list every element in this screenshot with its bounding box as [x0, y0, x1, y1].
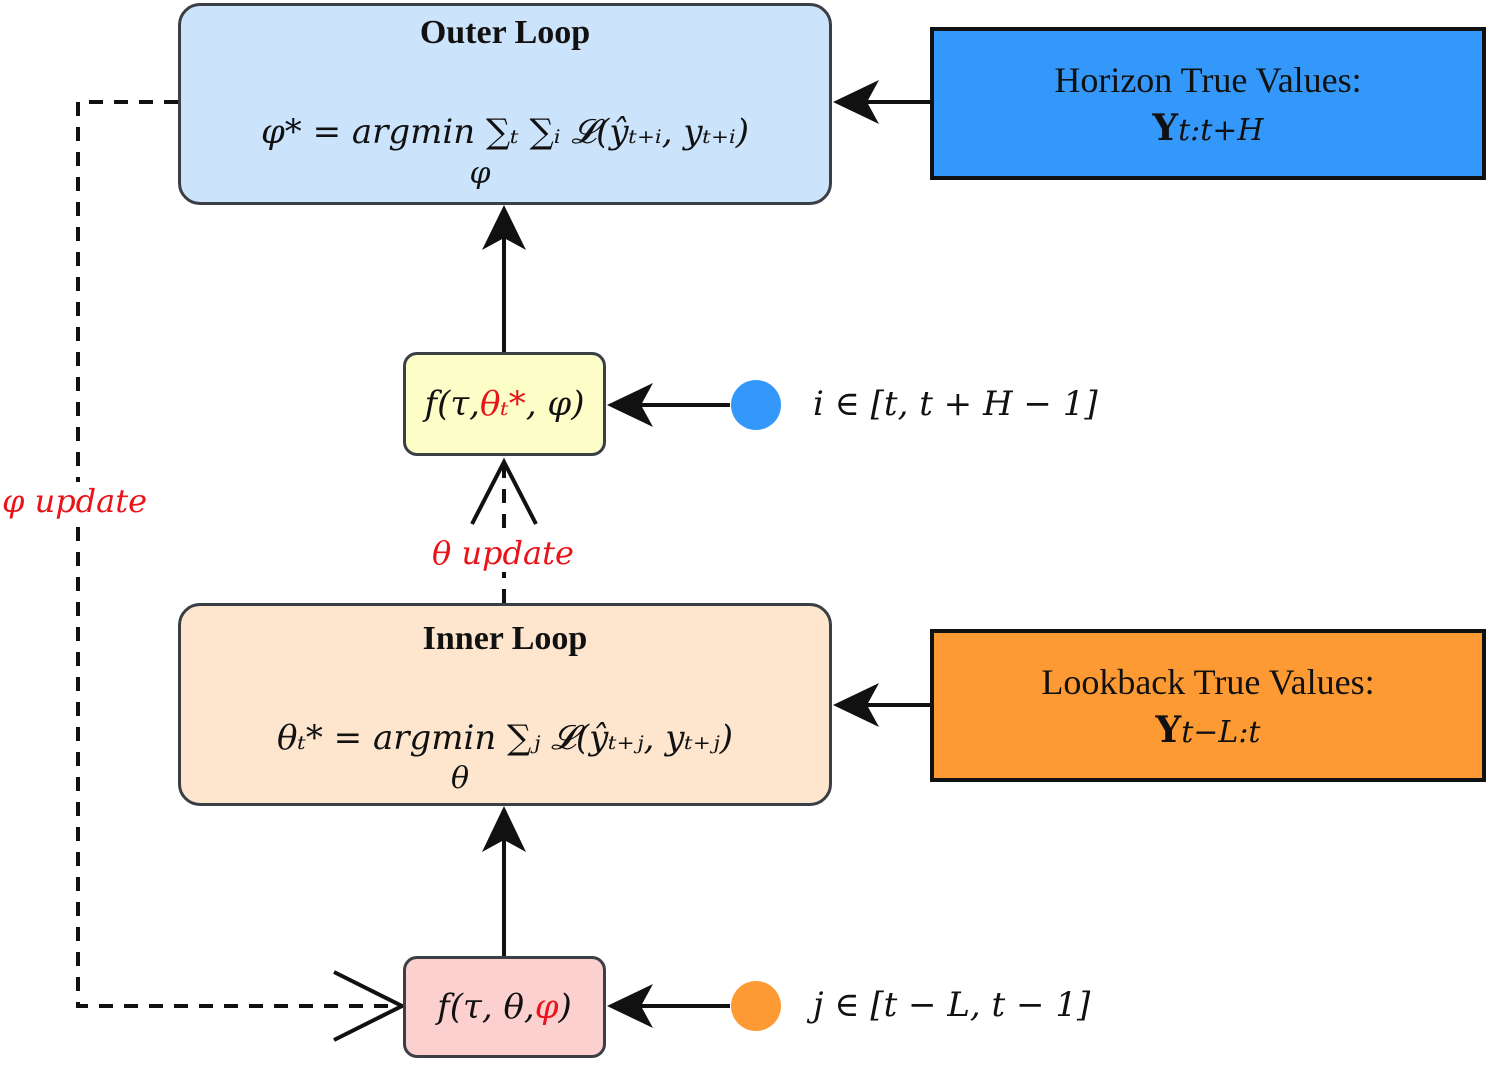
f-theta-star-box: f(τ, θₜ*, φ): [403, 352, 606, 456]
horizon-index-range: i ∈ [t, t + H − 1]: [813, 384, 1098, 424]
lookback-index-range: j ∈ [t − L, t − 1]: [813, 985, 1091, 1025]
inner-loop-box: Inner Loop θₜ* = argmin ∑ⱼ 𝓛(ŷₜ₊ⱼ, yₜ₊ⱼ)…: [178, 603, 832, 806]
horizon-to-outer-arrowhead: [833, 80, 879, 124]
f-top-to-outer-arrowhead: [482, 205, 526, 250]
outer-loop-argmin-subscript: φ: [469, 156, 491, 191]
lookback-label: Lookback True Values:: [1041, 662, 1375, 702]
f-phi-expression: f(τ, θ, φ): [406, 959, 603, 1055]
f-phi-suffix: ): [558, 987, 572, 1027]
orange-dot-to-f-bottom-arrowhead: [607, 984, 653, 1028]
horizon-symbol: Yt:t+H: [934, 107, 1482, 149]
inner-loop-title: Inner Loop: [422, 620, 588, 657]
phi-update-label: φ update: [2, 482, 148, 520]
horizon-label: Horizon True Values:: [1054, 60, 1362, 100]
blue-dot-to-f-top-arrowhead: [607, 383, 653, 427]
f-phi-highlight: φ: [534, 987, 559, 1027]
horizon-true-values-box: Horizon True Values: Yt:t+H: [930, 27, 1486, 180]
f-phi-prefix: f(τ, θ,: [437, 987, 535, 1027]
horizon-symbol-subscript: t:t+H: [1178, 113, 1264, 148]
inner-loop-formula: θₜ* = argmin ∑ⱼ 𝓛(ŷₜ₊ⱼ, yₜ₊ⱼ): [276, 718, 734, 758]
lookback-true-values-box: Lookback True Values: Yt−L:t: [930, 629, 1486, 782]
f-theta-star-prefix: f(τ,: [424, 384, 480, 424]
lookback-to-inner-arrowhead: [833, 683, 879, 727]
f-theta-star-expression: f(τ, θₜ*, φ): [406, 355, 603, 453]
lookback-index-dot: [731, 981, 781, 1031]
outer-loop-box: Outer Loop φ* = argmin ∑ₜ ∑ᵢ 𝓛(ŷₜ₊ᵢ, yₜ₊…: [178, 3, 832, 205]
phi-update-arrowhead: [333, 970, 407, 1042]
f-phi-box: f(τ, θ, φ): [403, 956, 606, 1058]
inner-loop-argmin-subscript: θ: [450, 761, 470, 796]
theta-update-label: θ update: [432, 534, 574, 572]
f-theta-star-suffix: , φ): [525, 384, 585, 424]
theta-update-arrowhead: [470, 457, 538, 525]
outer-loop-title: Outer Loop: [419, 14, 591, 51]
lookback-symbol-subscript: t−L:t: [1181, 715, 1261, 750]
f-theta-star-highlight: θₜ*: [479, 384, 526, 424]
outer-loop-formula: φ* = argmin ∑ₜ ∑ᵢ 𝓛(ŷₜ₊ᵢ, yₜ₊ᵢ): [260, 112, 750, 152]
horizon-symbol-letter: Y: [1152, 107, 1179, 149]
horizon-index-dot: [731, 380, 781, 430]
lookback-symbol-letter: Y: [1155, 709, 1182, 751]
lookback-symbol: Yt−L:t: [934, 709, 1482, 751]
phi-update-connector: [76, 100, 402, 1008]
f-bottom-to-inner-arrowhead: [482, 806, 526, 852]
